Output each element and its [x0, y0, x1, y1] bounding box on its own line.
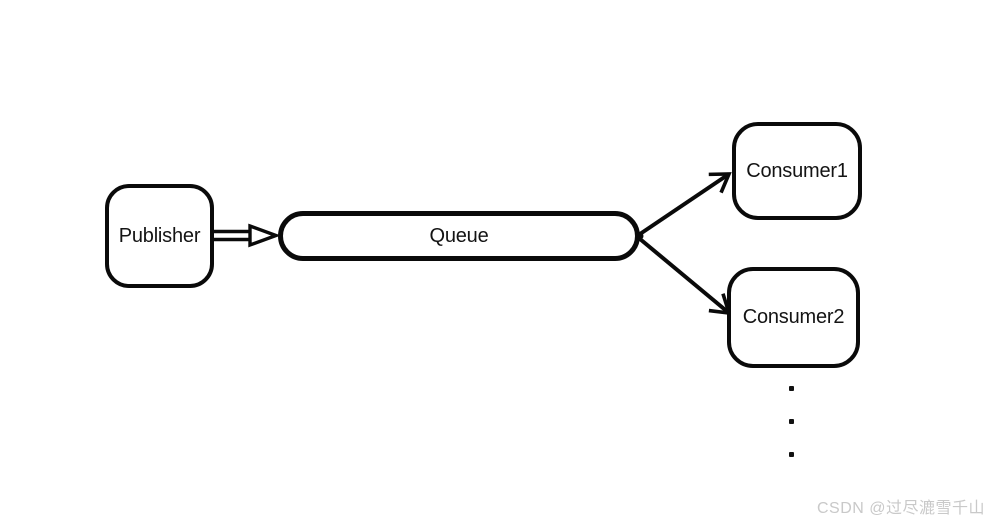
csdn-watermark: CSDN @过尽漉雪千山 [816, 500, 985, 517]
queue-to-consumer1-arrow [638, 172, 732, 236]
node-consumer2-label: Consumer2 [742, 306, 845, 328]
queue-to-consumer2-arrow [638, 237, 732, 316]
node-queue-label: Queue [429, 224, 489, 247]
ellipsis-dot [789, 419, 794, 424]
ellipsis-dot [789, 452, 794, 457]
more-consumers-ellipsis [789, 386, 795, 458]
node-consumer1-label: Consumer1 [746, 159, 848, 182]
node-publisher-label: Publisher [118, 224, 201, 247]
node-consumer2: Consumer2 [727, 267, 860, 368]
node-consumer1: Consumer1 [732, 122, 862, 220]
node-publisher: Publisher [105, 184, 214, 288]
publisher-to-queue-arrow [214, 223, 281, 248]
node-queue: Queue [278, 211, 640, 261]
ellipsis-dot [789, 386, 794, 391]
